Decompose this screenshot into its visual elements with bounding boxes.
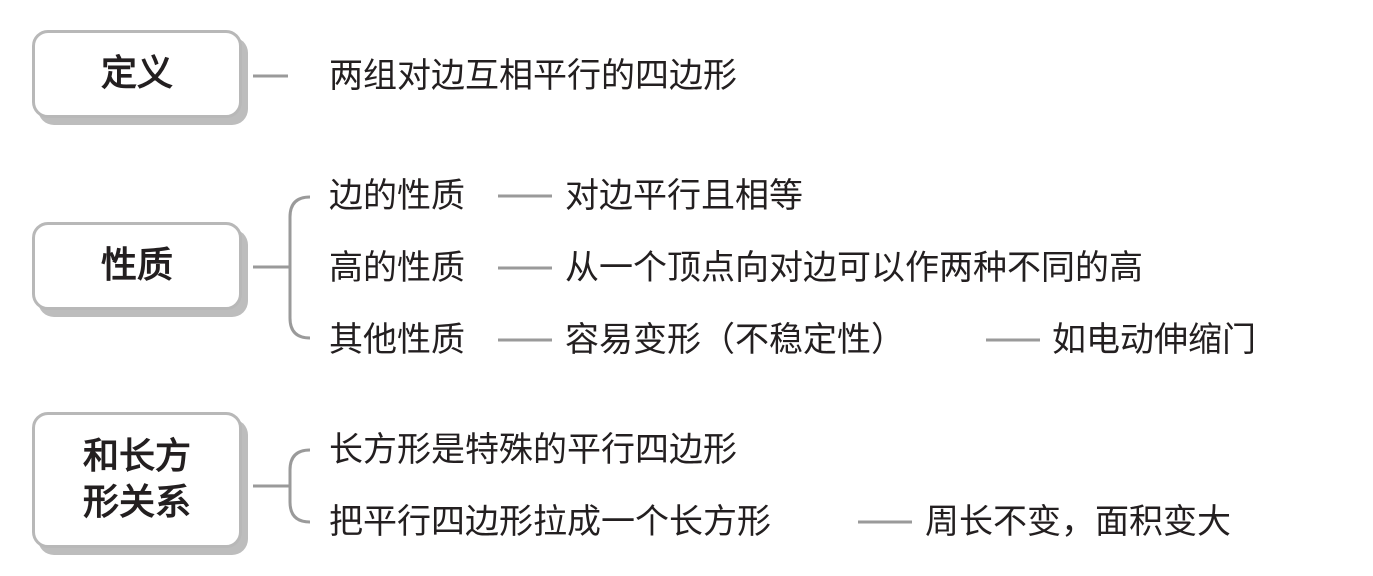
relation-row1: 长方形是特殊的平行四边形 <box>329 430 737 470</box>
property-name-edge: 边的性质 <box>329 176 465 216</box>
relation-label-line1: 和长方 <box>82 436 191 477</box>
relation-label-line2: 形关系 <box>82 482 191 523</box>
property-desc-other: 容易变形（不稳定性） <box>565 320 905 360</box>
properties-box: 性质 <box>32 222 242 310</box>
property-extra-other: 如电动伸缩门 <box>1052 320 1256 360</box>
definition-text: 两组对边互相平行的四边形 <box>329 56 737 96</box>
relation-row2-desc: 周长不变，面积变大 <box>925 502 1231 542</box>
relation-bracket <box>288 448 311 524</box>
properties-bracket <box>288 195 311 340</box>
property-desc-height: 从一个顶点向对边可以作两种不同的高 <box>565 248 1143 288</box>
properties-label: 性质 <box>100 245 173 286</box>
relation-row2-name: 把平行四边形拉成一个长方形 <box>329 502 771 542</box>
property-name-height: 高的性质 <box>329 248 465 288</box>
definition-label: 定义 <box>100 53 173 94</box>
property-name-other: 其他性质 <box>329 320 465 360</box>
definition-box: 定义 <box>32 30 242 118</box>
relation-box: 和长方 形关系 <box>32 412 242 548</box>
property-desc-edge: 对边平行且相等 <box>565 176 803 216</box>
